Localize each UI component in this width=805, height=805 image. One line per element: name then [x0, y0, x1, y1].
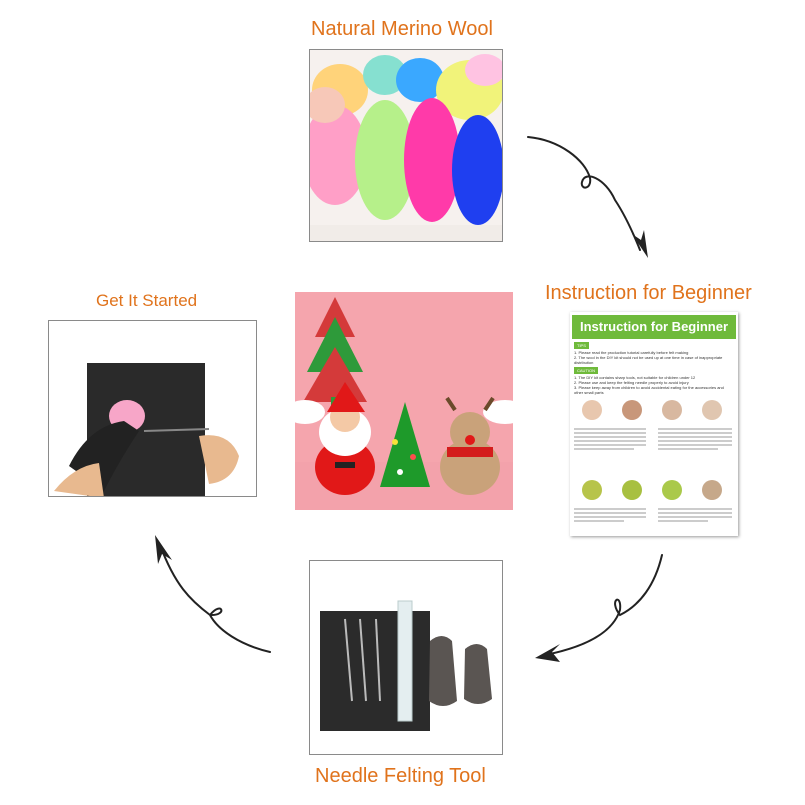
label-needle-felting-tool: Needle Felting Tool: [315, 765, 486, 787]
arrow-instruction-to-tool: [544, 554, 663, 656]
wool-photo: [309, 49, 503, 242]
arrow-wool-to-instruction: [527, 136, 641, 251]
manual-tip-2: 2. The wool in the DIY kit should not be…: [574, 355, 723, 365]
manual-tag-tips: TIPS: [574, 342, 589, 349]
instruction-manual: Instruction for Beginner TIPS 1. Please …: [570, 312, 738, 536]
get-started-photo: [48, 320, 257, 497]
manual-caution-2: 2. Please use and keep the felting needl…: [574, 380, 689, 385]
label-natural-merino-wool: Natural Merino Wool: [311, 18, 493, 40]
manual-caution-3: 3. Please keep away from children to avo…: [574, 385, 724, 395]
arrowhead-3: [155, 535, 172, 564]
label-instruction-for-beginner: Instruction for Beginner: [545, 282, 752, 304]
label-get-it-started: Get It Started: [96, 291, 198, 310]
manual-step-images: [574, 400, 732, 522]
manual-tip-1: 1. Please read the production tutorial c…: [574, 350, 689, 355]
manual-title: Instruction for Beginner: [573, 316, 735, 338]
arrow-tool-to-start: [159, 544, 271, 653]
felting-tool-photo: [309, 560, 503, 755]
manual-caution-1: 1. The DIY kit contains sharp tools, not…: [574, 375, 696, 380]
arrowhead-1: [632, 230, 648, 258]
manual-tag-caution: CAUTION: [574, 367, 598, 374]
arrowhead-2: [535, 644, 560, 662]
center-ornaments-photo: [295, 292, 513, 510]
